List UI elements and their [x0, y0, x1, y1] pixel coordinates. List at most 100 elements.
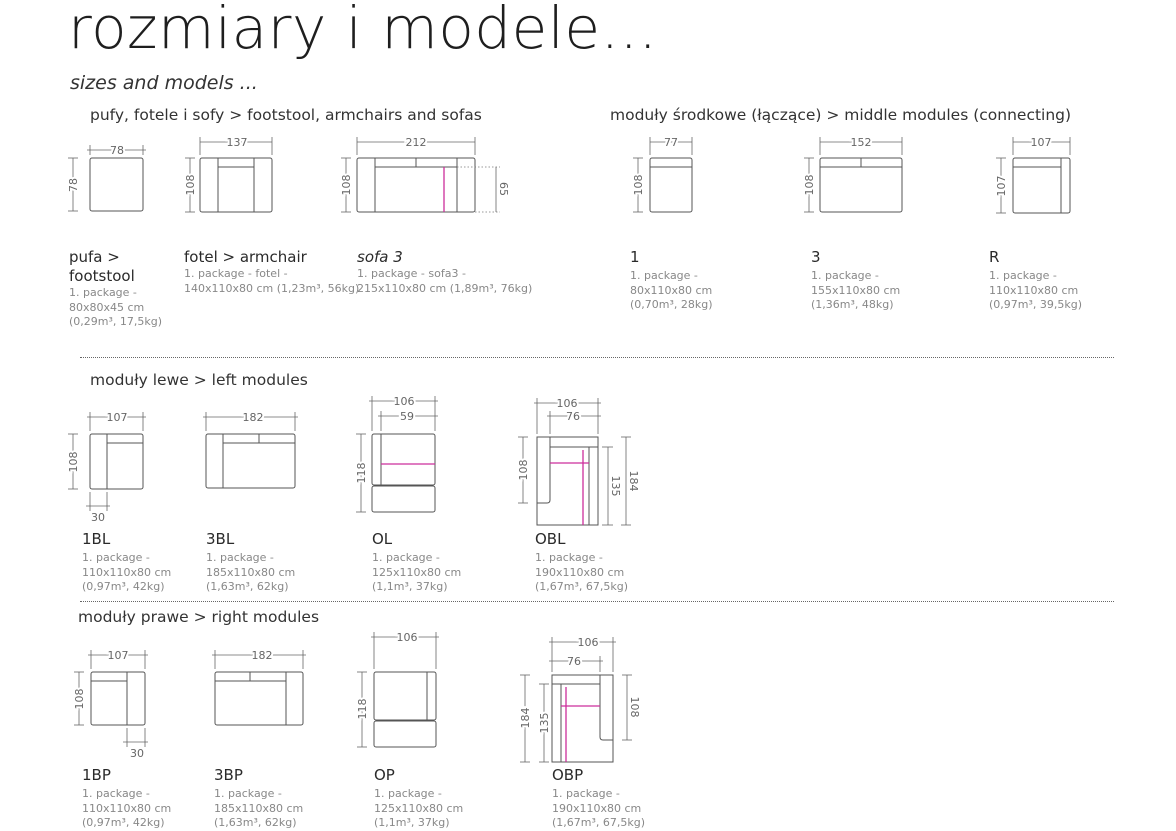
package-size: 190x110x80 cm — [535, 565, 625, 579]
package-volume-weight: (1,36m³, 48kg) — [811, 298, 894, 311]
dim-label: 108 — [628, 697, 641, 718]
middle-module-r-drawing: 107 107 — [993, 134, 1071, 214]
product-3bp: 3BP 1. package - 185x110x80 cm (1,63m³, … — [214, 766, 303, 831]
package-size: 125x110x80 cm — [372, 565, 462, 579]
dim-label: 107 — [108, 649, 129, 662]
product-middle-1: 1 1. package - 80x110x80 cm (0,70m³, 28k… — [630, 248, 713, 313]
divider — [80, 357, 1114, 358]
dim-label: 108 — [340, 175, 353, 196]
product-ol: OL 1. package - 125x110x80 cm (1,1m³, 37… — [372, 530, 461, 595]
module-obp-drawing: 106 76 184 135 108 — [517, 634, 643, 763]
armchair-drawing: 137 108 — [182, 134, 273, 213]
package-info: 1. package - — [206, 551, 274, 564]
product-1bp: 1BP 1. package - 110x110x80 cm (0,97m³, … — [82, 766, 171, 831]
product-1bl: 1BL 1. package - 110x110x80 cm (0,97m³, … — [82, 530, 171, 595]
package-info: 1. package - — [82, 551, 150, 564]
dim-label: 76 — [566, 410, 580, 423]
package-volume-weight: (0,29m³, 17,5kg) — [69, 315, 163, 328]
package-size: 185x110x80 cm — [214, 801, 304, 815]
page-subtitle: sizes and models ... — [70, 72, 258, 94]
package-size: 110x110x80 cm — [82, 565, 172, 579]
sofa-drawing: 212 108 65 — [338, 134, 512, 213]
product-name: 3 — [811, 248, 821, 266]
module-ol-drawing: 106 59 118 — [353, 393, 438, 513]
module-3bp-drawing: 182 — [212, 647, 306, 726]
product-name: OP — [374, 766, 395, 784]
dim-label: 65 — [497, 182, 510, 196]
product-name: OBP — [552, 766, 584, 784]
product-name: 3BL — [206, 530, 235, 548]
product-name: sofa 3 — [357, 248, 403, 266]
dim-label: 76 — [567, 655, 581, 668]
package-volume-weight: (0,70m³, 28kg) — [630, 298, 713, 311]
product-name: 1BL — [82, 530, 111, 548]
page-title: rozmiary i modele... — [68, 0, 658, 62]
middle-module-1-drawing: 77 108 — [630, 134, 693, 213]
product-middle-r: R 1. package - 110x110x80 cm (0,97m³, 39… — [989, 248, 1082, 313]
dim-label: 59 — [400, 410, 414, 423]
dim-label: 108 — [803, 175, 816, 196]
dim-label: 184 — [519, 708, 532, 729]
package-size: 110x110x80 cm — [989, 283, 1079, 297]
product-op: OP 1. package - 125x110x80 cm (1,1m³, 37… — [374, 766, 463, 831]
package-info: 1. package - — [374, 787, 442, 800]
package-size: 185x110x80 cm — [206, 565, 296, 579]
dim-label: 107 — [1031, 136, 1052, 149]
dim-label: 182 — [252, 649, 273, 662]
product-name: 3BP — [214, 766, 243, 784]
dim-label: 77 — [664, 136, 678, 149]
product-name: pufa > — [69, 248, 120, 266]
section-title-footstools: pufy, fotele i sofy > footstool, armchai… — [90, 106, 482, 124]
dim-label: 30 — [130, 747, 144, 760]
divider — [80, 601, 1114, 602]
package-size: 140x110x80 cm (1,23m³, 56kg) — [184, 281, 360, 295]
package-size: 80x80x45 cm — [69, 300, 145, 314]
dim-label: 106 — [557, 397, 578, 410]
package-info: 1. package - — [989, 269, 1057, 282]
package-info: 1. package - — [535, 551, 603, 564]
product-name: 1 — [630, 248, 640, 266]
dim-label: 137 — [227, 136, 248, 149]
package-info: 1. package - — [630, 269, 698, 282]
package-volume-weight: (1,63m³, 62kg) — [206, 580, 289, 593]
dim-label: 78 — [110, 144, 124, 157]
dim-label: 108 — [67, 452, 80, 473]
package-size: 155x110x80 cm — [811, 283, 901, 297]
product-obp: OBP 1. package - 190x110x80 cm (1,67m³, … — [552, 766, 645, 831]
package-size: 190x110x80 cm — [552, 801, 642, 815]
product-name: 1BP — [82, 766, 111, 784]
product-name: R — [989, 248, 1000, 266]
package-info: 1. package - — [214, 787, 282, 800]
footstool-drawing: 78 78 — [65, 142, 146, 212]
product-footstool: pufa > footstool 1. package - 80x80x45 c… — [69, 248, 162, 330]
section-title-middle-modules: moduły środkowe (łączące) > middle modul… — [610, 106, 1072, 124]
package-info: 1. package - — [69, 286, 137, 299]
product-name: OL — [372, 530, 393, 548]
dim-label: 108 — [73, 689, 86, 710]
package-volume-weight: (0,97m³, 39,5kg) — [989, 298, 1083, 311]
section-title-right-modules: moduły prawe > right modules — [78, 608, 320, 626]
module-1bp-drawing: 107 108 30 — [71, 647, 148, 760]
package-size: 110x110x80 cm — [82, 801, 172, 815]
product-3bl: 3BL 1. package - 185x110x80 cm (1,63m³, … — [206, 530, 295, 595]
dim-label: 30 — [91, 511, 105, 524]
module-obl-drawing: 106 76 108 135 184 — [515, 395, 642, 526]
dim-label: 78 — [67, 178, 80, 192]
product-name: OBL — [535, 530, 566, 548]
dim-label: 106 — [578, 636, 599, 649]
package-volume-weight: (1,67m³, 67,5kg) — [535, 580, 629, 593]
module-op-drawing: 106 118 — [354, 629, 439, 748]
package-info: 1. package - fotel - — [184, 267, 288, 280]
dim-label: 152 — [851, 136, 872, 149]
dim-label: 135 — [609, 476, 622, 497]
product-sofa: sofa 3 1. package - sofa3 - 215x110x80 c… — [357, 248, 532, 296]
package-size: 125x110x80 cm — [374, 801, 464, 815]
dim-label: 135 — [538, 713, 551, 734]
dim-label: 108 — [632, 175, 645, 196]
package-volume-weight: (1,1m³, 37kg) — [372, 580, 448, 593]
module-1bl-drawing: 107 108 30 — [65, 409, 146, 524]
dim-label: 106 — [394, 395, 415, 408]
package-size: 215x110x80 cm (1,89m³, 76kg) — [357, 281, 533, 295]
product-obl: OBL 1. package - 190x110x80 cm (1,67m³, … — [535, 530, 628, 595]
